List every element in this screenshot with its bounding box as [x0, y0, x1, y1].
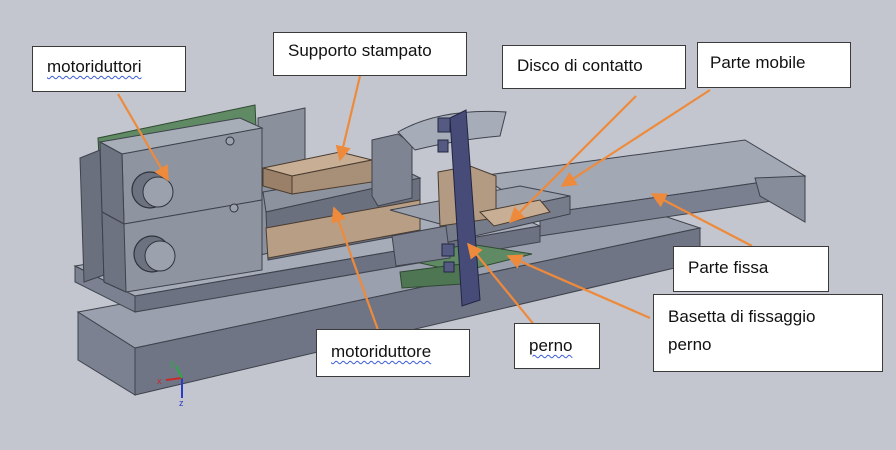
- label-supporto-stampato-text: Supporto stampato: [288, 41, 432, 60]
- printed-support: [262, 133, 421, 259]
- axis-y-label: y: [170, 358, 175, 368]
- label-basetta: Basetta di fissaggio perno: [653, 294, 883, 372]
- label-parte-fissa-text: Parte fissa: [688, 258, 769, 277]
- label-parte-mobile-text: Parte mobile: [710, 53, 806, 72]
- motor-lower: [101, 199, 263, 293]
- label-basetta-line2: perno: [668, 335, 712, 354]
- arrow-parte-mobile: [560, 89, 711, 187]
- arrow-basetta: [506, 254, 651, 320]
- arrow-disco-contatto: [508, 95, 637, 224]
- label-perno: perno: [514, 323, 600, 369]
- axis-triad: x y z: [157, 358, 184, 408]
- label-motoriduttori: motoriduttori: [32, 46, 186, 92]
- arrow-motoriduttori: [117, 93, 169, 182]
- leader-arrows: [117, 75, 753, 333]
- arrow-perno: [467, 242, 541, 333]
- label-disco-contatto: Disco di contatto: [502, 45, 686, 89]
- label-motoriduttore-text: motoriduttore: [331, 342, 432, 361]
- label-parte-mobile: Parte mobile: [697, 42, 851, 88]
- label-motoriduttori-text: motoriduttori: [47, 57, 142, 76]
- label-parte-fissa: Parte fissa: [673, 246, 829, 292]
- arrow-supporto-stampato: [335, 75, 362, 162]
- motor-upper: [98, 117, 264, 225]
- label-perno-text: perno: [529, 336, 573, 355]
- label-basetta-line1: Basetta di fissaggio: [668, 307, 816, 326]
- arrow-parte-fissa: [650, 193, 753, 247]
- label-motoriduttore: motoriduttore: [316, 329, 470, 377]
- axis-z-label: z: [179, 398, 184, 408]
- label-supporto-stampato: Supporto stampato: [273, 32, 467, 76]
- axis-x-label: x: [157, 376, 162, 386]
- label-disco-contatto-text: Disco di contatto: [517, 56, 643, 75]
- arrow-motoriduttore: [331, 206, 380, 331]
